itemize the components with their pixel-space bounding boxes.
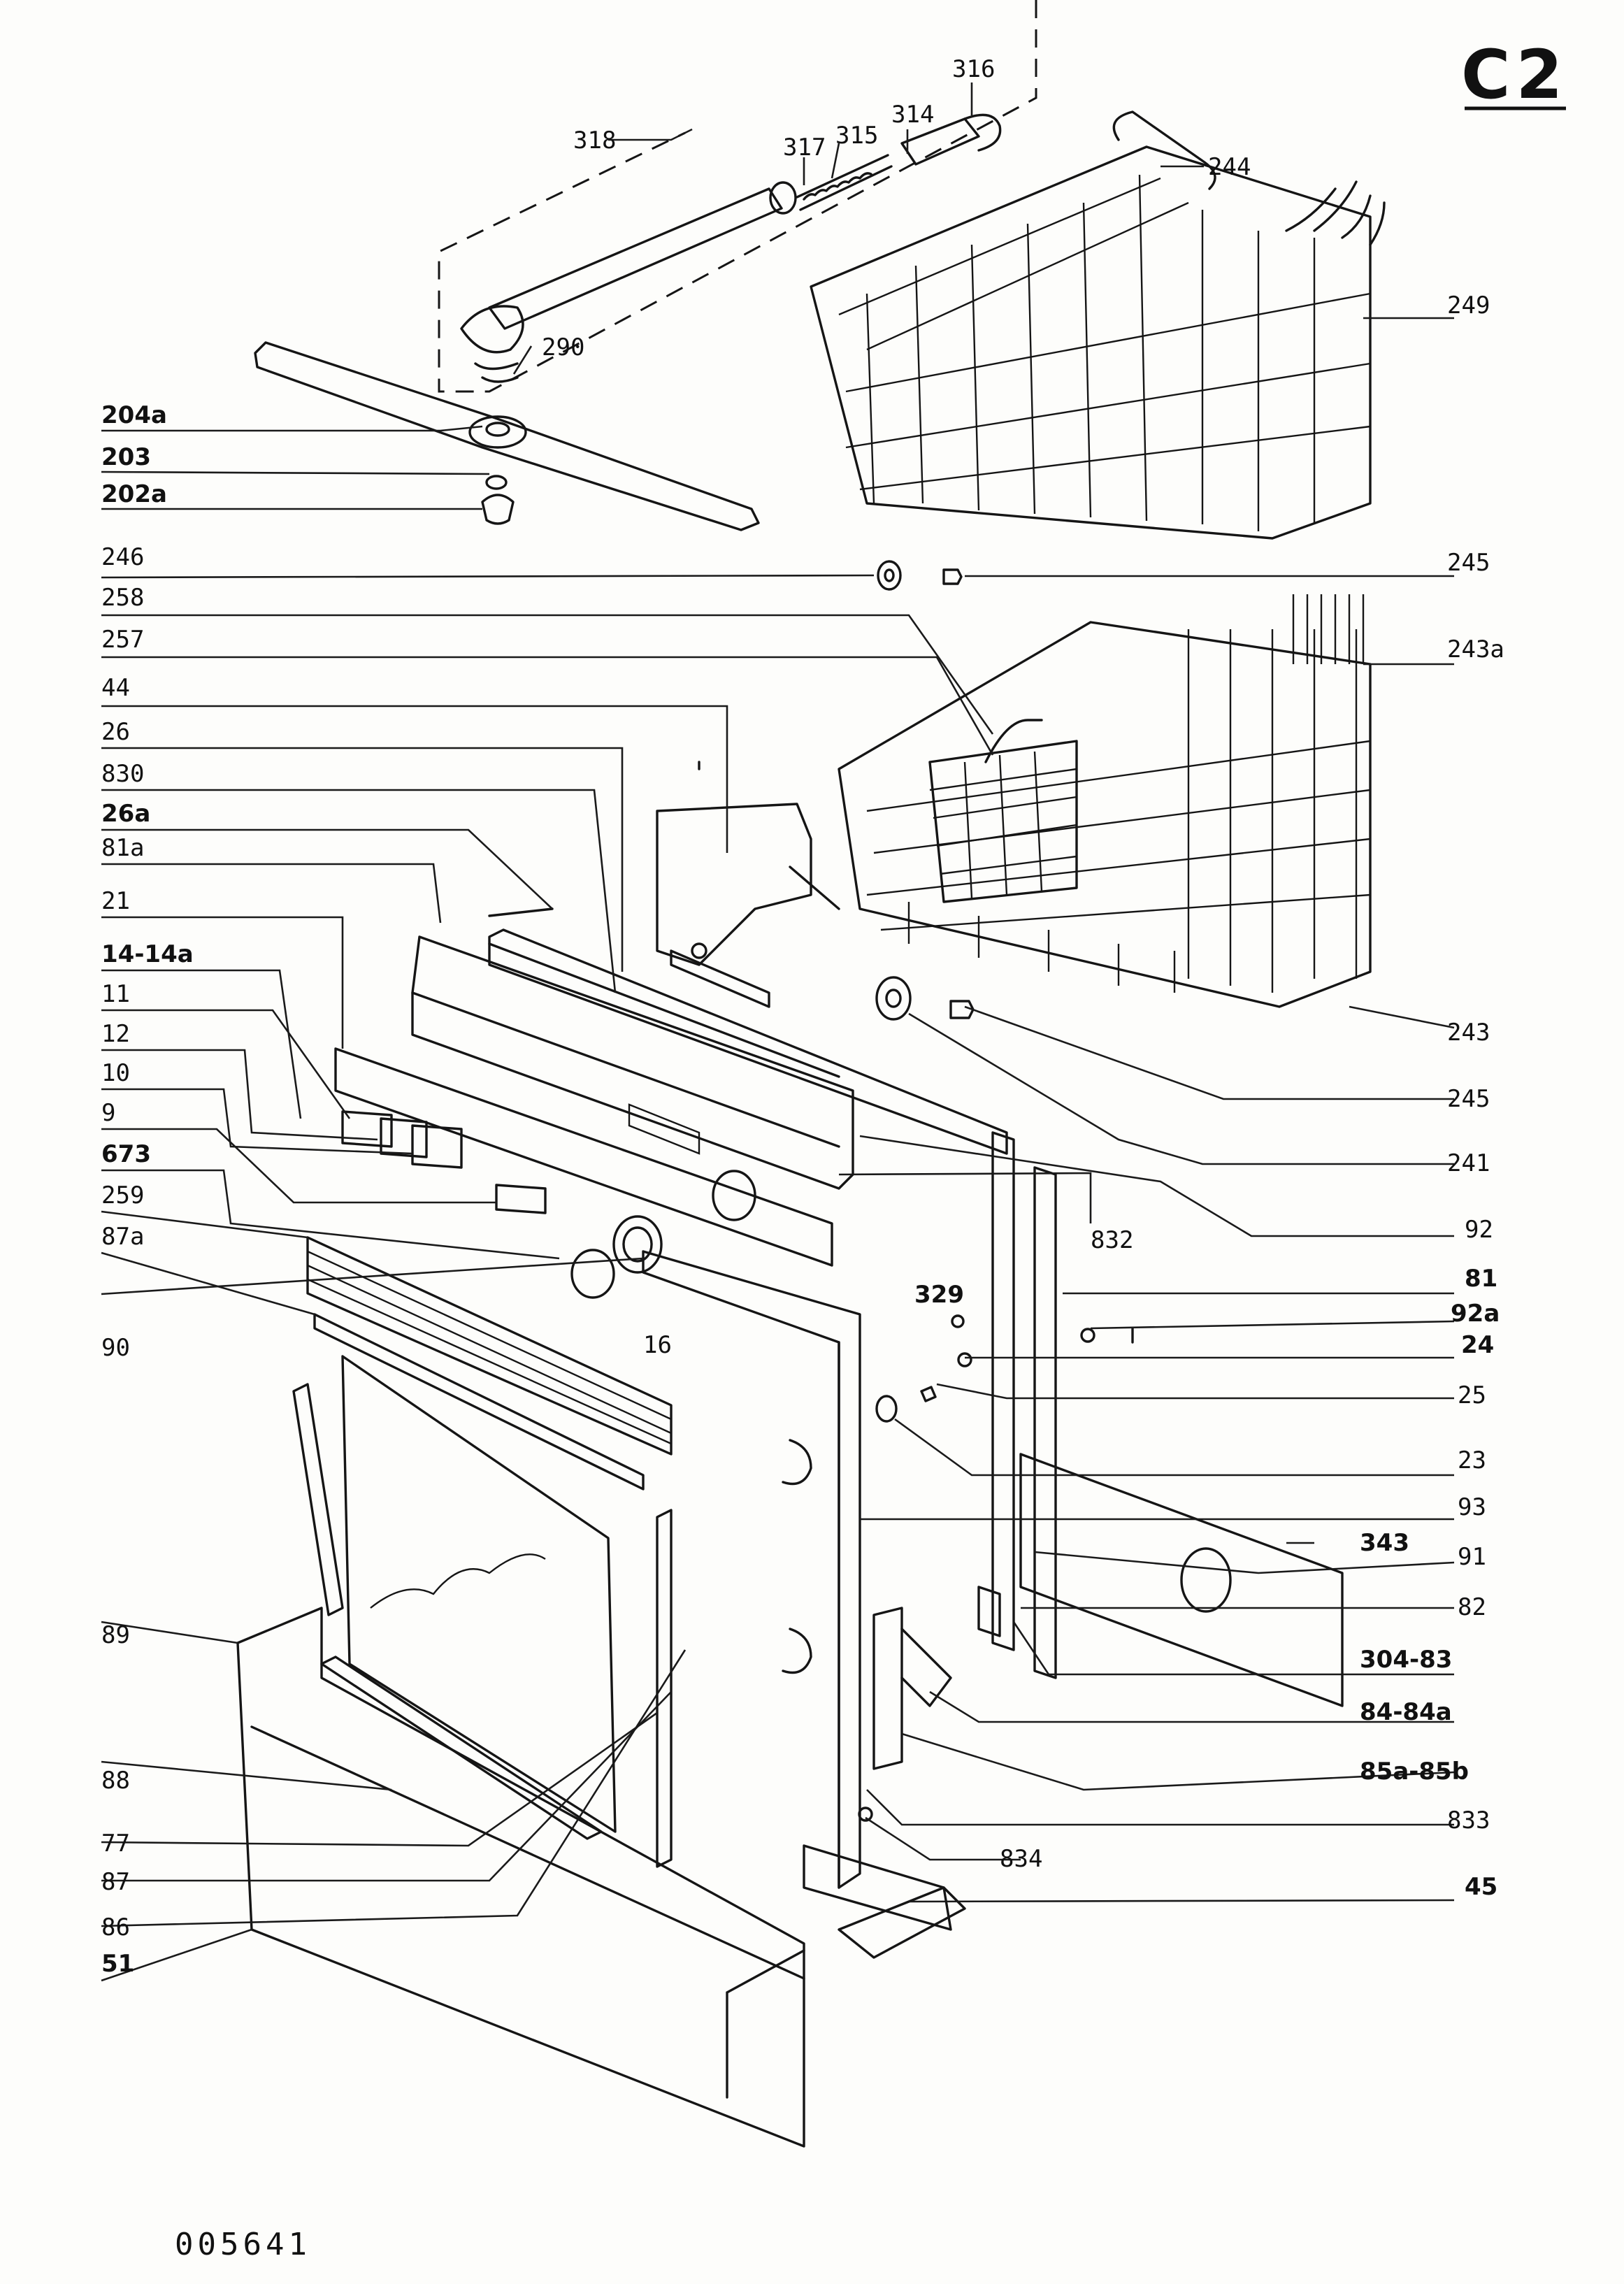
upper-basket: [810, 110, 1386, 540]
label-316: 316: [952, 55, 995, 83]
label-93: 93: [1458, 1493, 1486, 1521]
label-10: 10: [101, 1059, 130, 1087]
lower-basket: [838, 594, 1372, 1008]
label-91: 91: [1458, 1543, 1486, 1571]
label-246: 246: [101, 543, 144, 571]
label-51: 51: [101, 1950, 134, 1978]
label-88: 88: [101, 1767, 130, 1795]
label-314: 314: [891, 101, 934, 129]
basket-wheels: [877, 560, 963, 591]
door-side-rail: [991, 1131, 1344, 1707]
switch-buttons: [341, 1110, 463, 1169]
label-26: 26: [101, 718, 130, 746]
label-90: 90: [101, 1334, 130, 1362]
label-245-lower: 245: [1447, 1085, 1490, 1113]
label-315: 315: [835, 122, 878, 150]
door-top-frame: [488, 928, 1008, 1155]
label-24: 24: [1461, 1331, 1494, 1359]
label-21: 21: [101, 887, 130, 915]
label-81a: 81a: [101, 834, 144, 862]
label-830: 830: [101, 760, 144, 788]
label-834: 834: [1000, 1845, 1042, 1873]
outer-door-panel: [236, 1607, 805, 2148]
label-77: 77: [101, 1830, 130, 1858]
label-259: 259: [101, 1181, 144, 1209]
label-16: 16: [643, 1331, 672, 1359]
label-89: 89: [101, 1621, 130, 1649]
label-23: 23: [1458, 1446, 1486, 1474]
label-244: 244: [1208, 153, 1251, 181]
leader-lines: [101, 82, 1455, 1982]
basket-runner-wheels: [875, 976, 975, 1021]
hinge-mechanism: [872, 1586, 1001, 1770]
label-343: 343: [1360, 1529, 1409, 1557]
label-243: 243: [1447, 1019, 1490, 1047]
label-329: 329: [914, 1281, 964, 1309]
label-673: 673: [101, 1140, 151, 1168]
cutlery-basket: [928, 719, 1078, 903]
label-11: 11: [101, 980, 130, 1008]
label-12: 12: [101, 1020, 130, 1048]
label-290: 290: [542, 333, 584, 361]
door-latch-bracket: [656, 803, 840, 1008]
selector-knob: [495, 1184, 663, 1299]
label-203: 203: [101, 443, 151, 471]
label-304-83: 304-83: [1360, 1646, 1452, 1674]
label-258: 258: [101, 584, 144, 612]
lower-spray-arm: [254, 341, 760, 531]
label-87: 87: [101, 1868, 130, 1896]
label-202a: 202a: [101, 480, 167, 508]
page-code: C2: [1461, 36, 1568, 114]
label-833: 833: [1447, 1807, 1490, 1834]
label-245-upper: 245: [1447, 549, 1490, 577]
label-249: 249: [1447, 292, 1490, 319]
label-832: 832: [1091, 1226, 1133, 1254]
spray-arm-subassembly-outline: [438, 0, 1037, 393]
label-14-14a: 14-14a: [101, 940, 194, 968]
label-257: 257: [101, 626, 144, 654]
label-84-84a: 84-84a: [1360, 1698, 1452, 1726]
small-fasteners: [488, 761, 1134, 1822]
label-243a: 243a: [1447, 635, 1504, 663]
door-inner-liner: [341, 1355, 617, 1833]
label-82: 82: [1458, 1593, 1486, 1621]
label-92: 92: [1465, 1216, 1493, 1244]
part-labels: 318 317 315 314 316 244 290 249 204a 203…: [101, 55, 1504, 1978]
label-26a: 26a: [101, 800, 150, 828]
label-81: 81: [1465, 1265, 1497, 1293]
spray-arm-pipe: [460, 113, 1002, 383]
trim-strips: [306, 1236, 673, 1491]
label-92a: 92a: [1451, 1300, 1500, 1328]
label-86: 86: [101, 1913, 130, 1941]
label-44: 44: [101, 674, 130, 702]
label-241: 241: [1447, 1149, 1490, 1177]
inner-door-panel: [642, 1250, 861, 1889]
label-85a-85b: 85a-85b: [1360, 1758, 1469, 1786]
label-318: 318: [573, 127, 616, 155]
label-25: 25: [1458, 1381, 1486, 1409]
document-number: 005641: [175, 2227, 311, 2262]
label-87a: 87a: [101, 1223, 144, 1251]
label-317: 317: [783, 134, 826, 161]
label-9: 9: [101, 1099, 115, 1127]
control-panel-fascia: [334, 935, 854, 1267]
label-45: 45: [1465, 1873, 1497, 1901]
label-204a: 204a: [101, 401, 167, 429]
